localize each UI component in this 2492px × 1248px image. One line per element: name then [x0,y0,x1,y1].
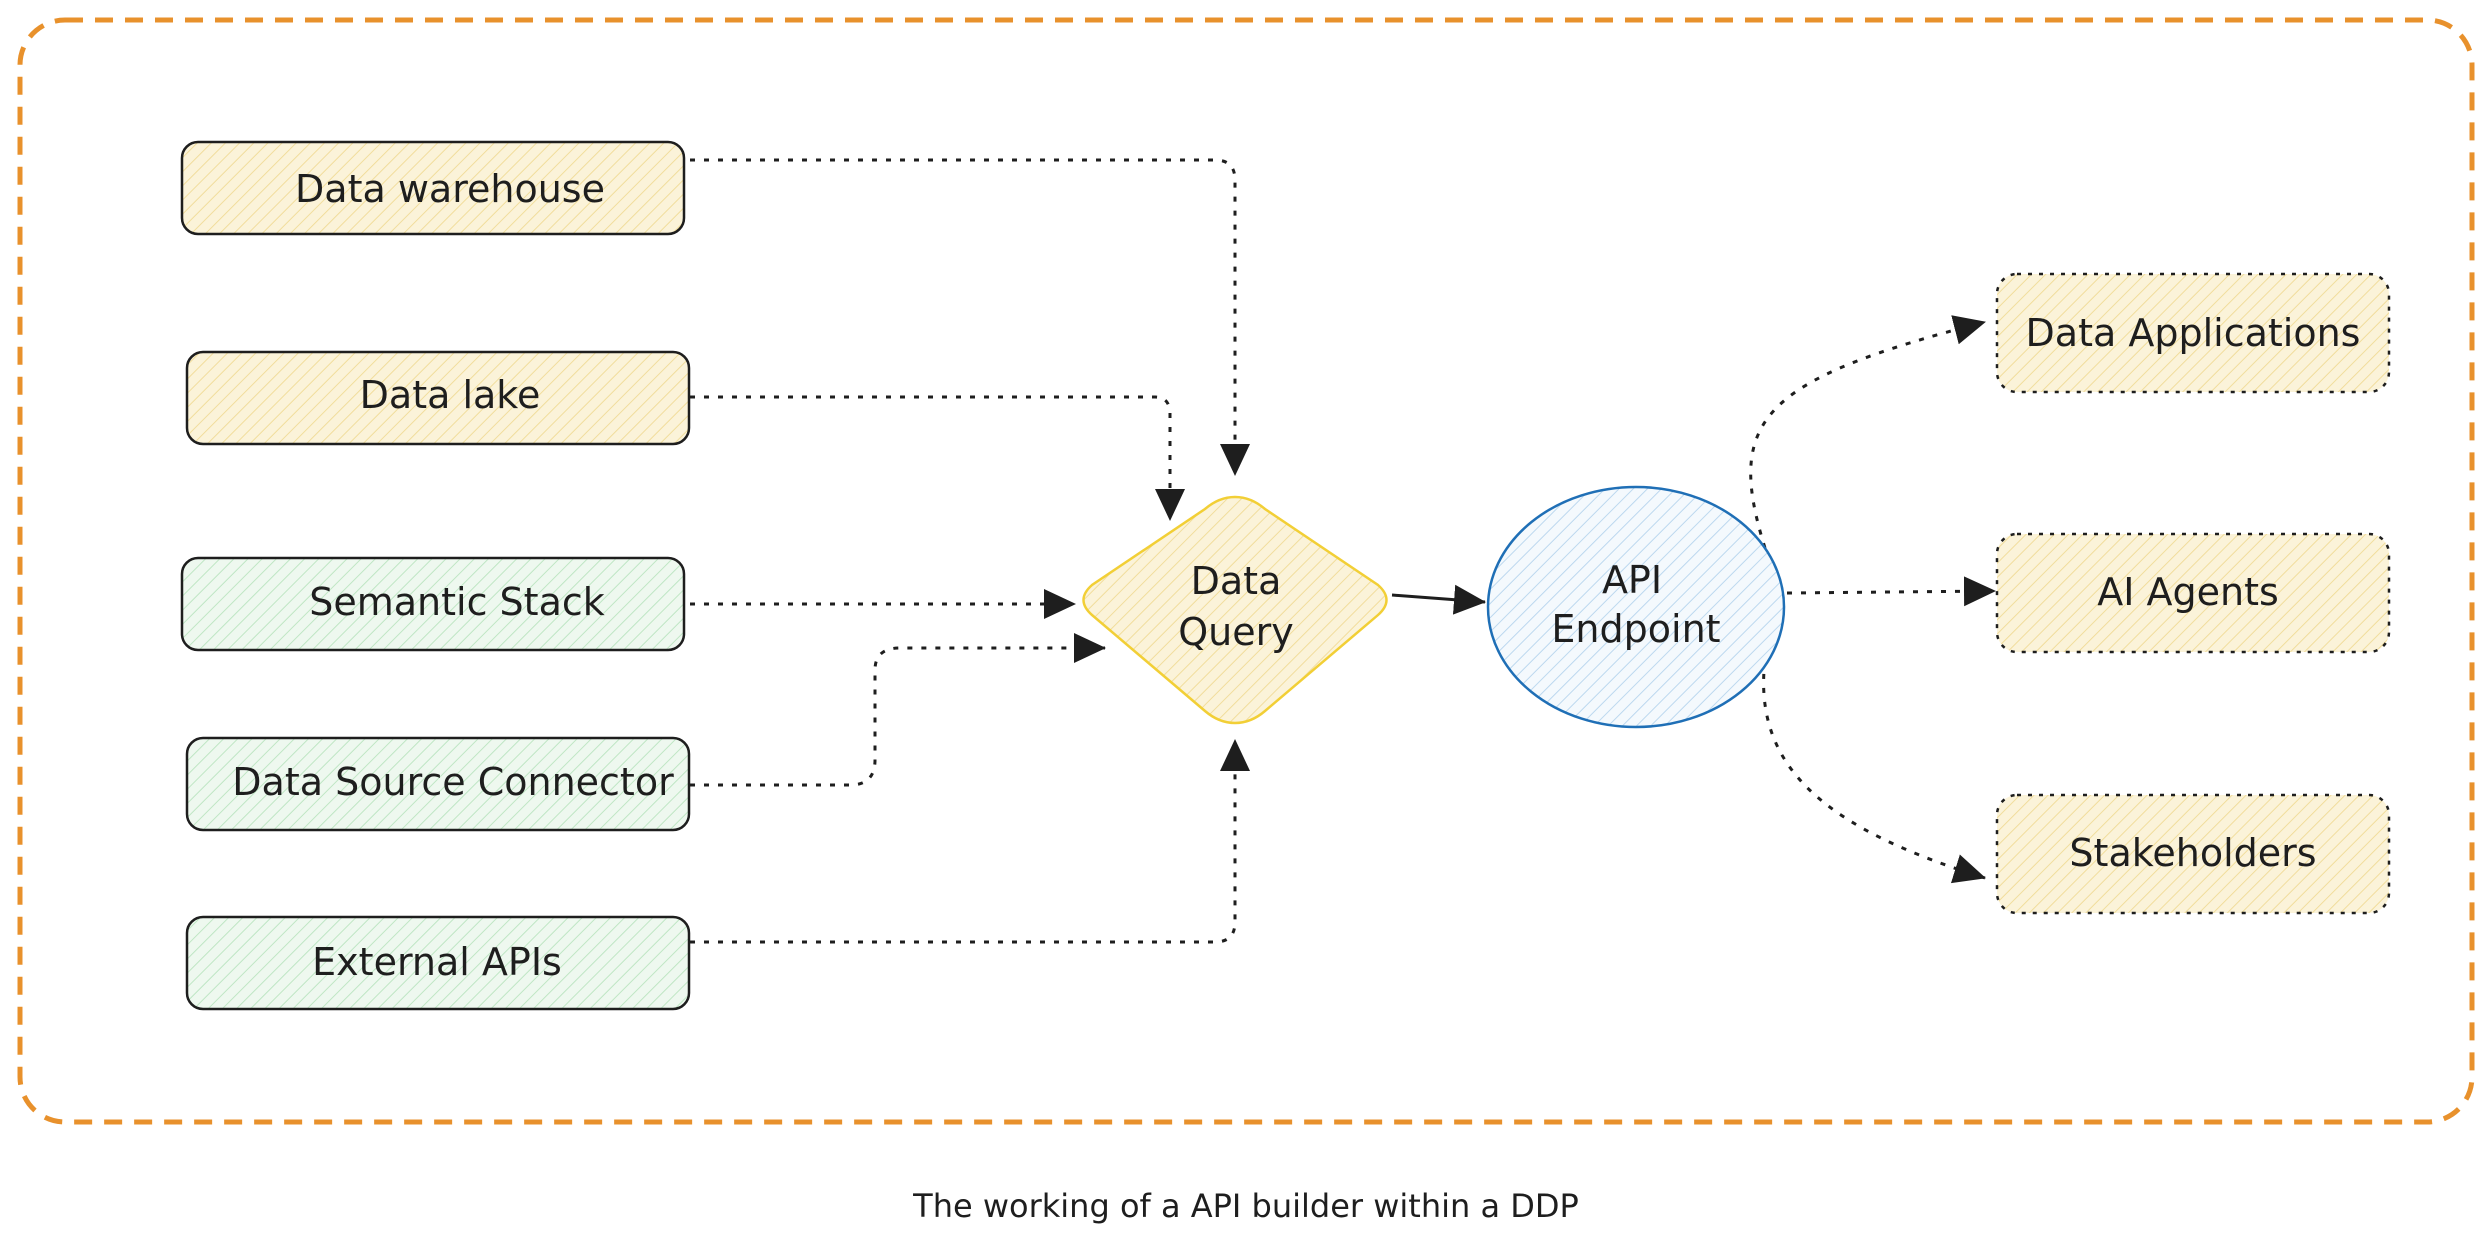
source-connector: Data Source Connector [185,736,691,832]
consumer-stakeholders-label: Stakeholders [2069,831,2316,875]
connector-external-to-query [690,739,1250,944]
api-endpoint-line1: API [1602,558,1662,602]
data-query-line2: Query [1178,610,1293,654]
source-lake: Data lake [185,350,691,446]
connector-lake-to-query [690,395,1185,521]
data-query-line1: Data [1191,559,1282,603]
source-semantic: Semantic Stack [180,556,686,652]
source-lake-label: Data lake [360,373,541,417]
source-external: External APIs [185,915,691,1011]
connector-datasource-to-query [690,633,1106,787]
data-query-node: Data Query [1082,495,1388,725]
connector-warehouse-to-query [690,158,1250,476]
source-semantic-label: Semantic Stack [309,580,605,624]
api-endpoint-line2: Endpoint [1551,607,1720,651]
outer-frame [17,17,2475,1125]
connector-endpoint-to-stakeholders [1762,659,1986,884]
consumer-agents-label: AI Agents [2097,570,2279,614]
connector-query-to-endpoint [1391,584,1486,615]
connector-endpoint-to-agents [1786,576,1996,607]
diagram-caption: The working of a API builder within a DD… [912,1187,1579,1225]
api-endpoint-node: API Endpoint [1486,485,1786,729]
source-connector-label: Data Source Connector [232,760,674,804]
consumer-apps-label: Data Applications [2026,311,2361,355]
consumer-stakeholders: Stakeholders [1995,793,2391,915]
consumer-apps: Data Applications [1995,272,2391,394]
source-warehouse-label: Data warehouse [295,167,605,211]
connector-endpoint-to-apps [1749,315,1986,549]
source-warehouse: Data warehouse [180,140,686,236]
source-external-label: External APIs [312,940,562,984]
consumer-agents: AI Agents [1995,532,2391,654]
